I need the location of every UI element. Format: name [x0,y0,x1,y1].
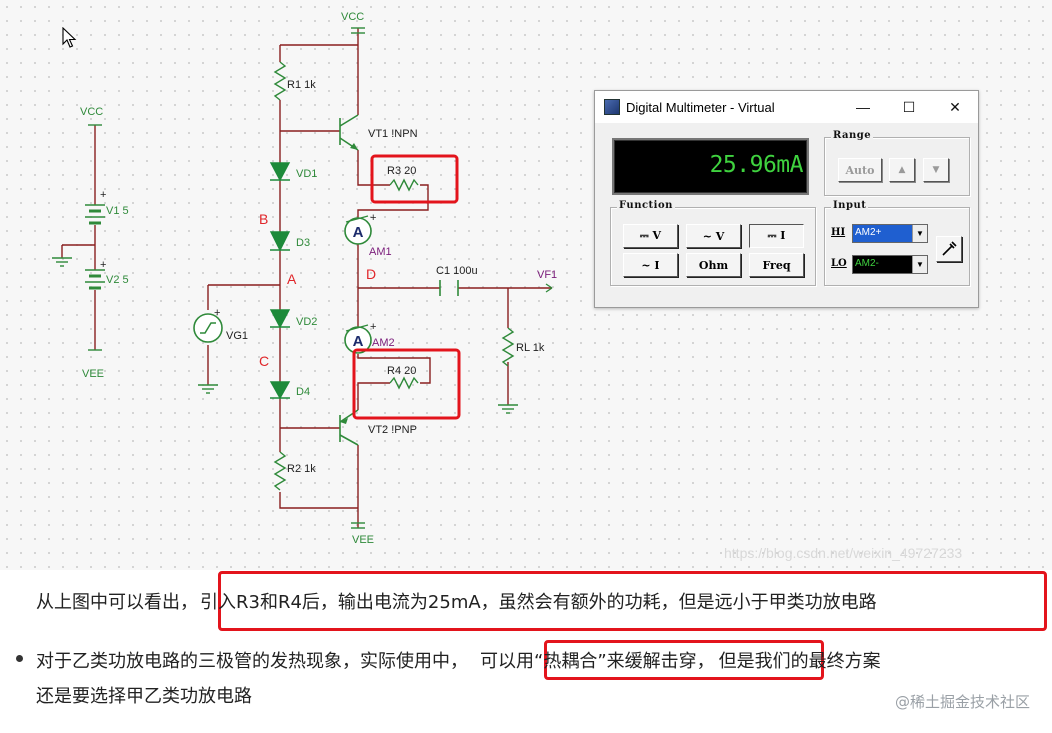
paragraph-line1: 从上图中可以看出，引入R3和R4后，输出电流为25mA，虽然会有额外的功耗，但是… [36,588,877,614]
ohm-button[interactable]: Ohm [686,253,741,277]
label-rl: RL 1k [516,342,545,354]
watermark-text: https://blog.csdn.net/weixin_49727233 [724,545,962,561]
range-up-button[interactable]: ▲ [889,158,915,182]
label-am1: AM1 [369,246,392,258]
node-label-a: A [287,271,297,287]
lo-label: LO [831,258,847,269]
auto-range-button[interactable]: Auto [838,158,882,182]
node-label-b: B [259,211,268,227]
circuit-diagram: A A + + + + + VCC V1 5 V2 5 VEE VCC R1 1… [52,11,962,561]
dc-current-button[interactable]: ⎓ I [749,224,804,248]
window-title: Digital Multimeter - Virtual [626,99,775,115]
label-vee-left: VEE [82,368,104,380]
bullet-line1-suffix: 但是我们的最终方案 [718,651,881,672]
multimeter-titlebar[interactable]: Digital Multimeter - Virtual — ☐ ✕ [595,91,978,123]
label-vee-bottom: VEE [352,534,374,546]
highlight-box-line1 [218,571,1047,631]
highlight-box-r3 [370,154,459,204]
node-label-c: C [259,353,269,369]
highlight-box-r4 [352,348,461,420]
dropdown-arrow-icon[interactable]: ▼ [912,225,927,242]
multimeter-app-icon [604,99,620,115]
line1-prefix: 从上图中可以看出， [36,592,198,613]
label-r1: R1 1k [287,79,316,91]
reading-display: 25.96mA [612,138,809,195]
footer-watermark: @稀土掘金技术社区 [894,693,1030,711]
function-label: Function [617,200,675,211]
hi-label: HI [831,227,846,238]
highlight-box-thermal-coupling [544,640,824,680]
bullet-line1-highlight: 可以用“热耦合”来缓解击穿， [480,651,715,672]
bullet-line1-prefix: 对于乙类功放电路的三极管的发热现象，实际使用中， [36,651,468,672]
range-group: Range Auto ▲ ▼ [824,130,970,196]
polarity-plus: + [370,212,376,224]
label-vcc-top: VCC [341,11,364,23]
polarity-plus: + [100,189,106,201]
label-vcc-left: VCC [80,106,103,118]
bullet-paragraph-line1: 对于乙类功放电路的三极管的发热现象，实际使用中， 可以用“热耦合”来缓解击穿，但是… [36,647,881,673]
polarity-plus: + [100,259,106,271]
label-am2: AM2 [372,337,395,349]
node-label-d: D [366,266,376,282]
label-vg1: VG1 [226,330,248,342]
label-d3: D3 [296,237,310,249]
hi-input-value: AM2+ [853,225,912,242]
range-label: Range [831,130,874,141]
hi-input-select[interactable]: AM2+ ▼ [852,224,928,243]
polarity-plus: + [370,321,376,333]
polarity-plus: + [214,307,220,319]
mouse-cursor-icon [62,27,77,48]
input-label: Input [831,200,869,211]
probe-icon[interactable] [936,236,962,262]
dropdown-arrow-icon[interactable]: ▼ [912,256,927,273]
ac-voltage-button[interactable]: ~ V [686,224,741,248]
label-vf1: VF1 [537,269,557,281]
ammeter-symbol: A [353,333,364,350]
label-vt2: VT2 !PNP [368,424,417,436]
label-r2: R2 1k [287,463,316,475]
ammeter-symbol: A [353,224,364,241]
multimeter-window[interactable]: Digital Multimeter - Virtual — ☐ ✕ 25.96… [594,90,979,308]
dc-voltage-button[interactable]: ⎓ V [623,224,678,248]
label-r4: R4 20 [387,365,416,377]
label-c1: C1 100u [436,265,478,277]
label-vt1: VT1 !NPN [368,128,418,140]
label-r3: R3 20 [387,165,416,177]
reading-value: 25.96mA [709,152,804,178]
ammeter-am2[interactable]: A [344,324,372,354]
function-group: Function ⎓ V ~ V ⎓ I ~ I Ohm Freq [610,200,816,286]
label-v1: V1 5 [106,205,129,217]
ammeter-am1[interactable]: A [344,215,372,245]
label-d4: D4 [296,386,310,398]
label-vd1: VD1 [296,168,317,180]
range-down-button[interactable]: ▼ [923,158,949,182]
lo-input-select[interactable]: AM2- ▼ [852,255,928,274]
bullet-dot [16,655,23,662]
bullet-paragraph-line2: 还是要选择甲乙类功放电路 [36,682,252,708]
label-vd2: VD2 [296,316,317,328]
lo-input-value: AM2- [853,256,912,273]
line1-highlight: 引入R3和R4后，输出电流为25mA，虽然会有额外的功耗，但是远小于甲类功放电路 [200,592,877,613]
input-group: Input HI AM2+ ▼ LO AM2- ▼ [824,200,970,286]
bullet-line2: 还是要选择甲乙类功放电路 [36,686,252,707]
frequency-button[interactable]: Freq [749,253,804,277]
close-button[interactable]: ✕ [949,98,961,115]
minimize-button[interactable]: — [856,99,870,115]
label-v2: V2 5 [106,274,129,286]
ac-current-button[interactable]: ~ I [623,253,678,277]
maximize-button[interactable]: ☐ [902,98,916,115]
